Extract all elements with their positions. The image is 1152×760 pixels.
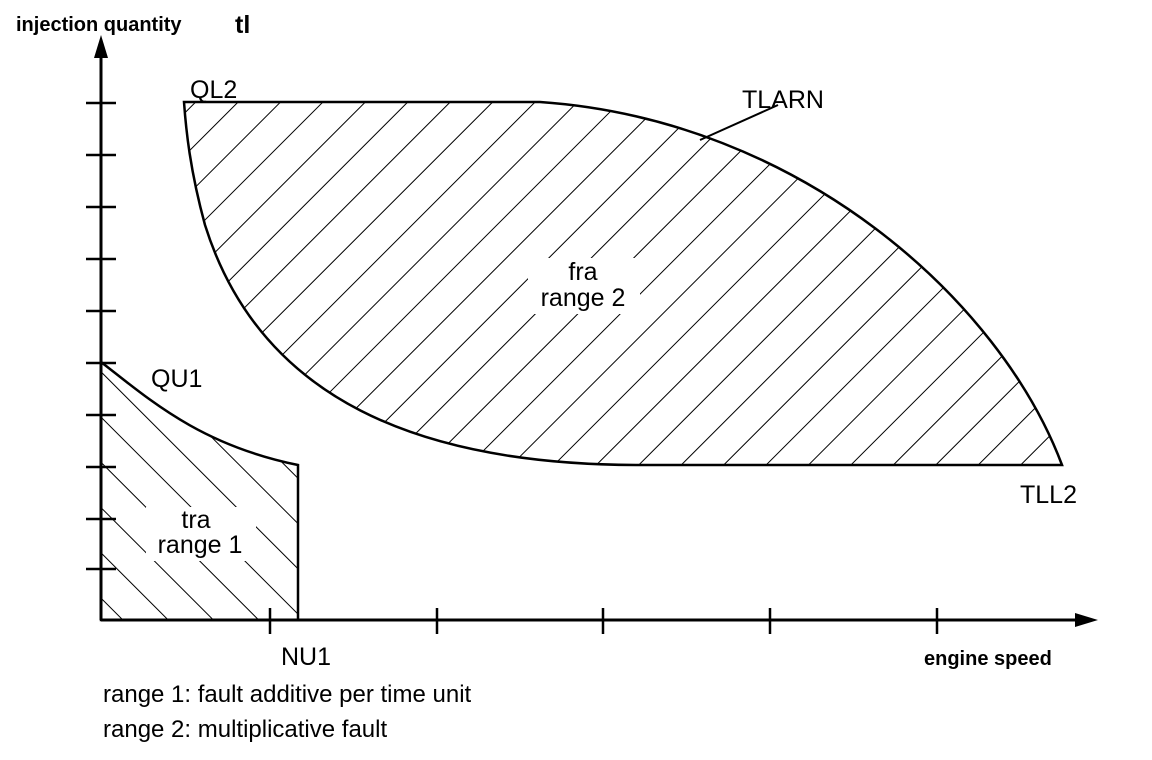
range-1-region: [99, 359, 300, 622]
tll2-label: TLL2: [1020, 481, 1077, 509]
y-ticks: [86, 101, 116, 571]
tlarn-leader-line: [699, 104, 779, 141]
range-1-label-line1: tra: [181, 506, 210, 534]
range-1-label-line2: range 1: [158, 531, 243, 559]
y-axis-arrowhead: [94, 35, 108, 58]
x-ticks: [268, 608, 939, 634]
legend-range-2: range 2: multiplicative fault: [103, 716, 387, 743]
nu1-label: NU1: [281, 643, 331, 671]
x-axis-label: engine speed: [924, 648, 1052, 670]
qu1-label: QU1: [151, 365, 202, 393]
y-axis-symbol: tl: [235, 11, 250, 39]
tlarn-label: TLARN: [742, 86, 824, 114]
x-axis-arrowhead: [1075, 613, 1098, 627]
legend-range-1: range 1: fault additive per time unit: [103, 681, 472, 708]
range-1-label-bg: [146, 507, 256, 561]
ql2-label: QL2: [190, 76, 237, 104]
y-axis-label: injection quantity: [16, 14, 182, 36]
range-2-label-line2: range 2: [541, 284, 626, 312]
range-2-label-line1: fra: [568, 258, 597, 286]
range-2-label-bg: [528, 258, 640, 314]
